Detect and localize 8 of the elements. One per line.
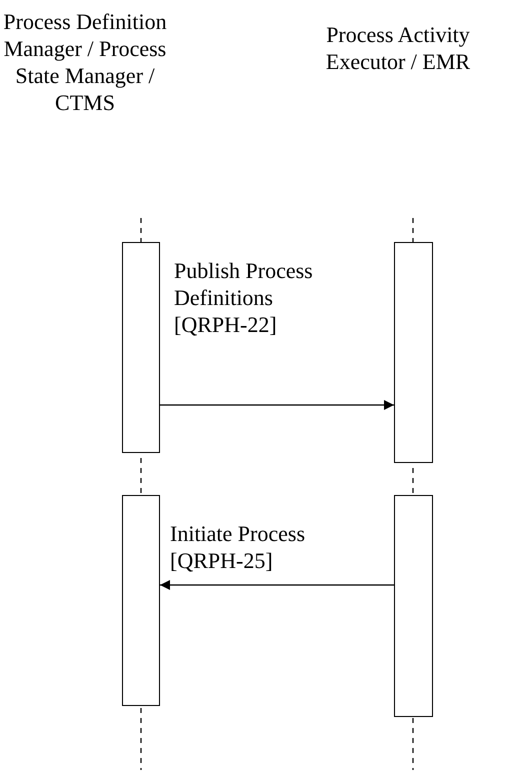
message-arrow	[160, 400, 394, 410]
activation-bar	[122, 242, 160, 453]
message-arrow	[160, 580, 394, 590]
participant-label: Process Activity Executor / EMR	[308, 21, 488, 75]
activation-bar	[394, 495, 433, 717]
activation-bar	[122, 495, 160, 706]
activation-bar	[394, 242, 433, 463]
participant-label: Process Definition Manager / Process State Manager / CTMS	[0, 8, 170, 116]
